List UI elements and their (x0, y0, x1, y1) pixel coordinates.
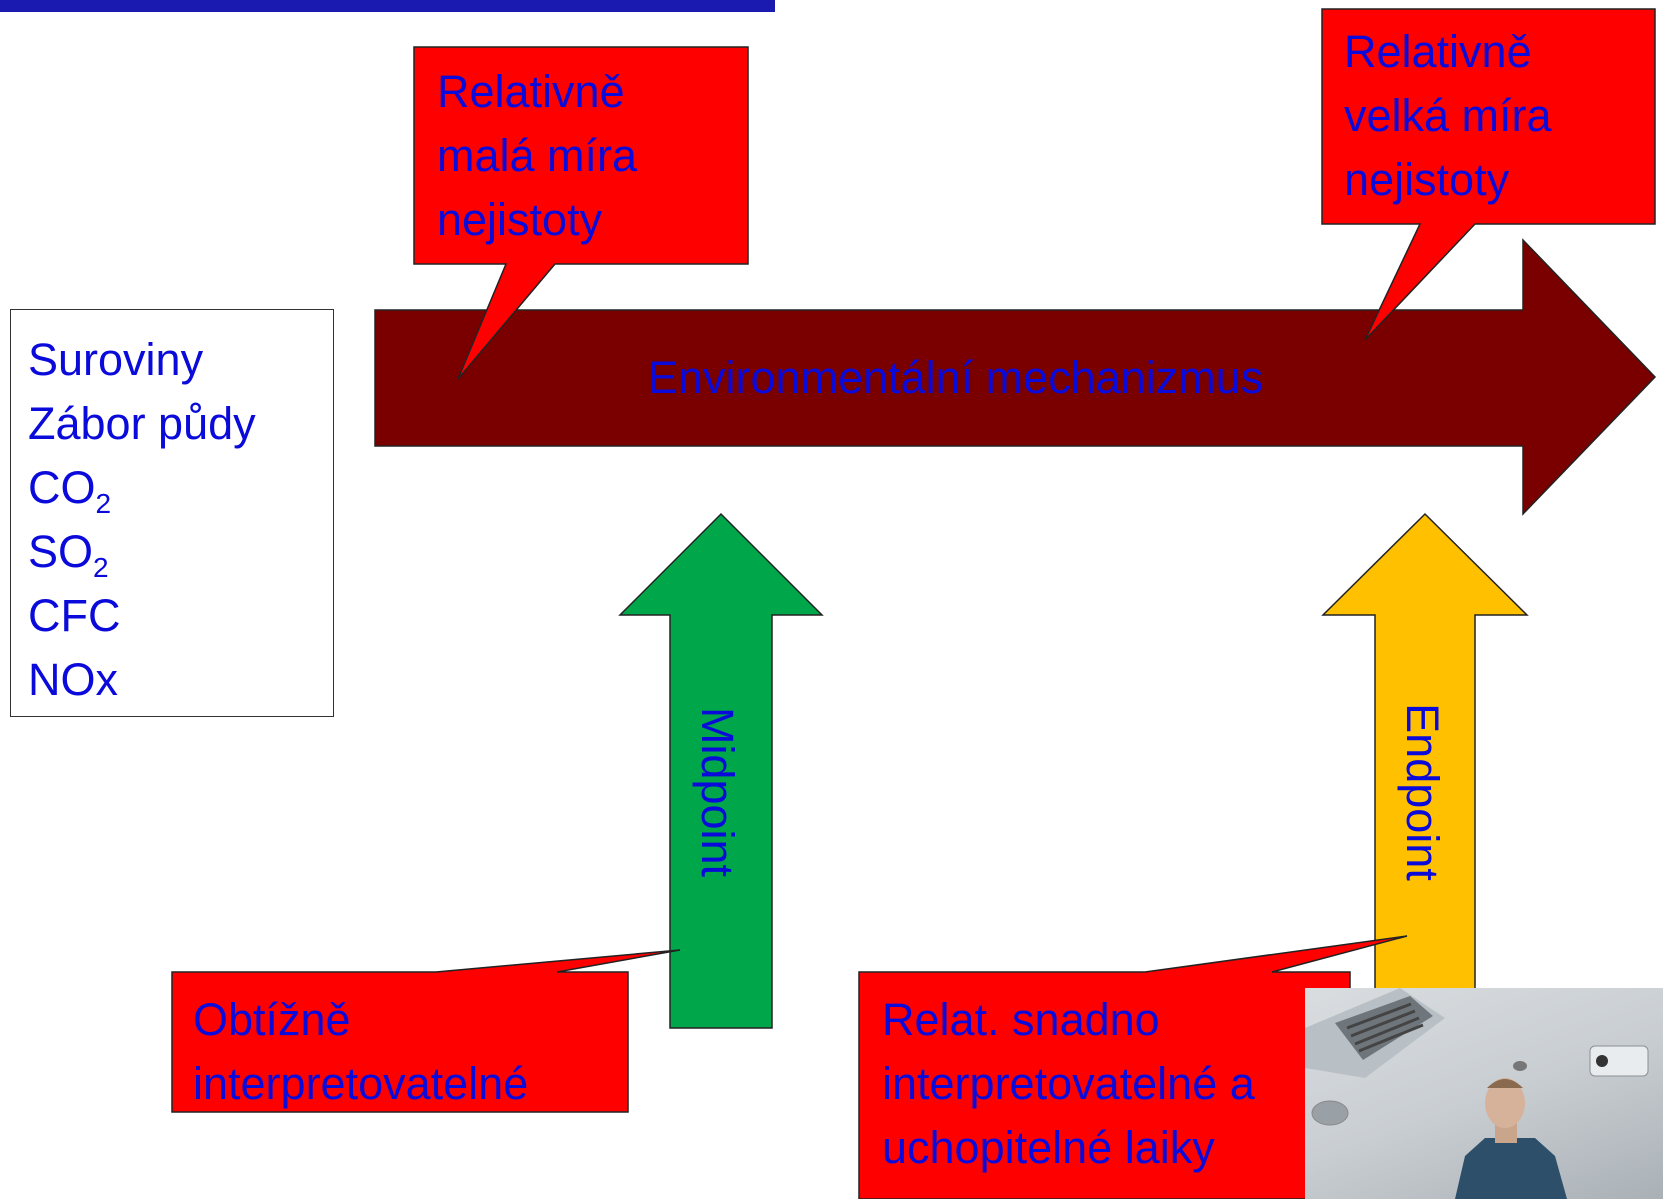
endpoint-label: Endpoint (1397, 703, 1448, 881)
callout-line: Relativně (1344, 26, 1532, 77)
emission-item-land-use: Zábor půdy (28, 398, 256, 449)
so2-subscript: 2 (93, 552, 109, 583)
emission-list: Suroviny Zábor půdy CO2 SO2 CFC NOx (28, 328, 256, 712)
callout-easy-to-interpret-text: Relat. snadno interpretovatelné a uchopi… (882, 988, 1255, 1180)
callout-line: Relativně (437, 66, 625, 117)
presenter-webcam-overlay (1305, 988, 1663, 1199)
callout-line: Obtížně (193, 994, 351, 1045)
co2-subscript: 2 (95, 488, 112, 519)
callout-line: malá míra (437, 130, 638, 181)
emission-inventory-box (10, 309, 334, 717)
midpoint-arrow (618, 512, 824, 1029)
callout-easy-to-interpret-shape (858, 935, 1408, 1199)
title-underline-bar (0, 0, 775, 12)
callout-line: uchopitelné laiky (882, 1122, 1215, 1173)
callout-line: Relat. snadno (882, 994, 1160, 1045)
endpoint-arrow (1321, 512, 1529, 1031)
callout-high-uncertainty-shape (1321, 8, 1656, 341)
emission-item-so2: SO2 (28, 526, 109, 583)
callout-low-uncertainty-shape (413, 46, 749, 380)
midpoint-label: Midpoint (692, 706, 743, 878)
callout-low-uncertainty-text: Relativně malá míra nejistoty (437, 60, 637, 252)
presenter-webcam-image (1305, 988, 1649, 1199)
environmental-mechanism-arrow (374, 238, 1657, 516)
callout-line: interpretovatelné a (882, 1058, 1255, 1109)
callout-high-uncertainty-text: Relativně velká míra nejistoty (1344, 20, 1552, 212)
callout-line: nejistoty (437, 194, 603, 245)
callout-line: velká míra (1344, 90, 1552, 141)
callout-line: nejistoty (1344, 154, 1510, 205)
callout-line: interpretovatelné (193, 1058, 529, 1109)
callout-hard-to-interpret-text: Obtížně interpretovatelné (193, 988, 528, 1116)
emission-item-nox: NOx (28, 654, 118, 705)
emission-item-cfc: CFC (28, 590, 121, 641)
callout-hard-to-interpret-shape (171, 949, 681, 1113)
emission-item-co2: CO2 (28, 462, 112, 519)
environmental-mechanism-label: Environmentální mechanizmus (648, 352, 1264, 403)
emission-item-raw-materials: Suroviny (28, 334, 204, 385)
